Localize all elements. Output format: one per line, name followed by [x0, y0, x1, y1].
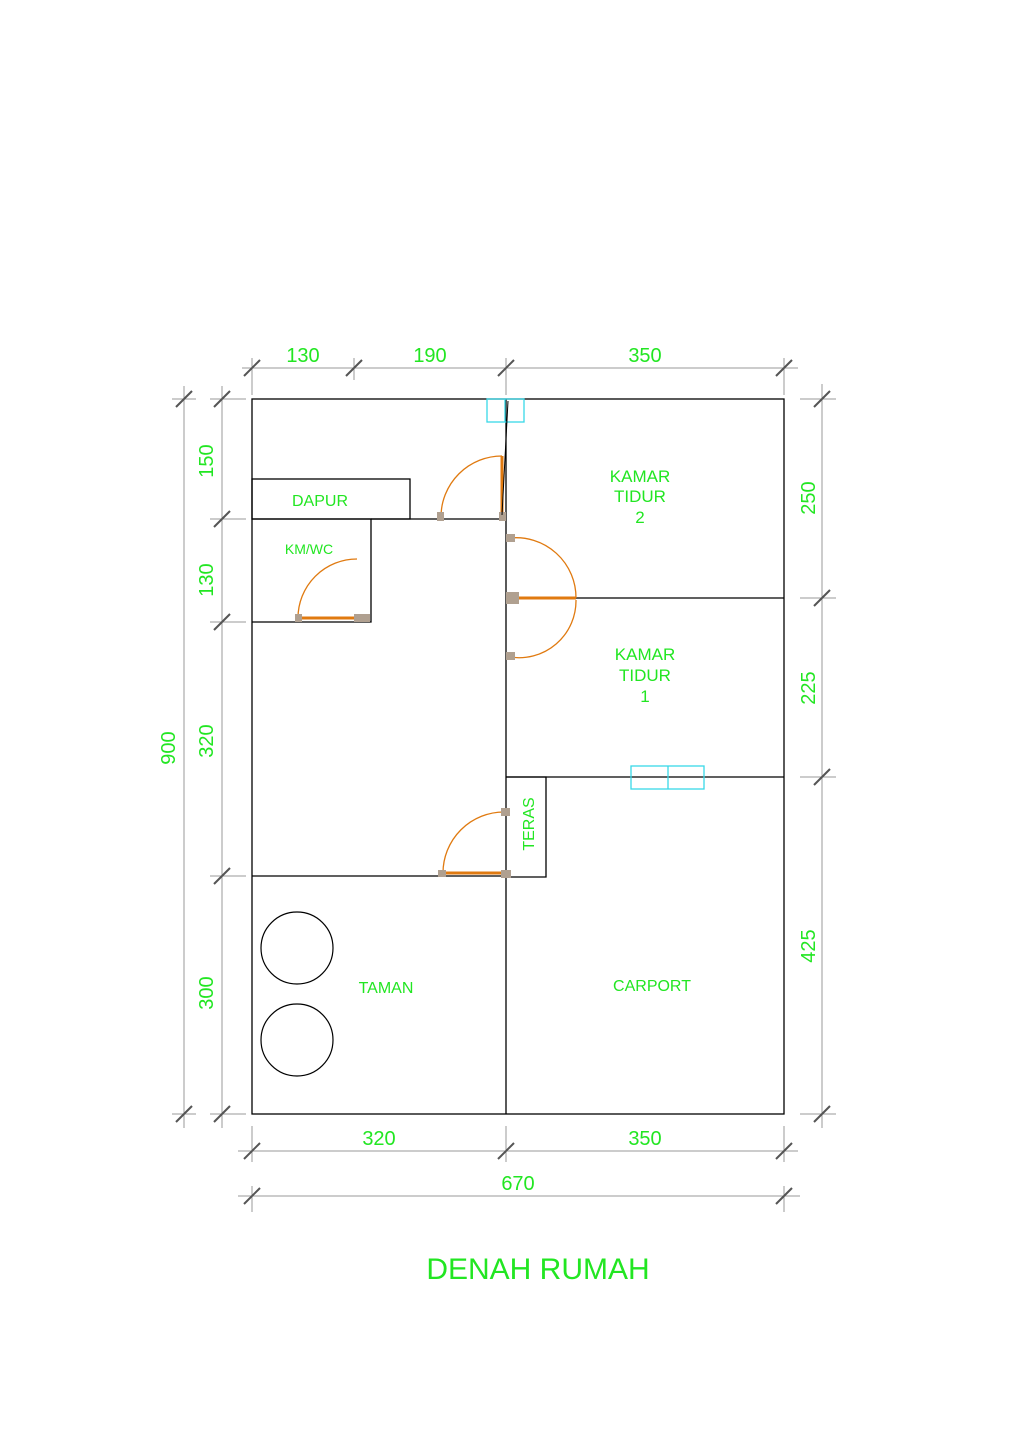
dimension-ticks	[175, 359, 831, 1205]
garden-plant	[260, 1003, 334, 1077]
door-kmwc	[295, 558, 370, 622]
kmwc-wall	[252, 518, 372, 623]
teras-wall	[506, 776, 547, 878]
room-kmwc: KM/WC	[285, 541, 333, 557]
door-kamar2	[506, 534, 577, 604]
dim-left-4: 300	[196, 976, 218, 1009]
dimension-lines	[172, 358, 836, 1212]
room-taman: TAMAN	[359, 980, 414, 997]
doors	[295, 400, 577, 878]
room-kamar2-line2: TIDUR	[614, 487, 666, 506]
windows	[486, 398, 705, 790]
dim-left-total: 900	[158, 731, 180, 764]
room-teras: TERAS	[521, 797, 538, 850]
dim-right-1: 250	[798, 481, 820, 514]
room-labels: DAPUR KM/WC KAMAR TIDUR 2 KAMAR TIDUR 1 …	[285, 467, 691, 997]
dim-right-3: 425	[798, 929, 820, 962]
door-main	[438, 808, 511, 878]
dimension-labels: 130 190 350 320 350 670 150 130 320 300 …	[158, 345, 820, 1195]
dim-top-2: 190	[413, 345, 446, 367]
room-kamar1-line1: KAMAR	[615, 645, 675, 664]
garden-plant	[260, 911, 334, 985]
dim-top-3: 350	[628, 345, 661, 367]
door-kitchen	[437, 400, 509, 521]
dim-left-1: 150	[196, 444, 218, 477]
room-carport: CARPORT	[613, 978, 691, 995]
drawing-title: DENAH RUMAH	[426, 1253, 649, 1286]
door-kamar1	[506, 599, 577, 660]
dim-bottom-1: 320	[362, 1128, 395, 1150]
room-kamar2-line1: KAMAR	[610, 467, 670, 486]
dim-right-2: 225	[798, 671, 820, 704]
dim-bottom-2: 350	[628, 1128, 661, 1150]
room-dapur: DAPUR	[292, 493, 348, 510]
room-kamar1-line2: TIDUR	[619, 666, 671, 685]
dim-bottom-total: 670	[501, 1173, 534, 1195]
room-kamar2-line3: 2	[635, 508, 644, 527]
dim-left-3: 320	[196, 724, 218, 757]
dim-left-2: 130	[196, 563, 218, 596]
dim-top-1: 130	[286, 345, 319, 367]
room-kamar1-line3: 1	[640, 687, 649, 706]
